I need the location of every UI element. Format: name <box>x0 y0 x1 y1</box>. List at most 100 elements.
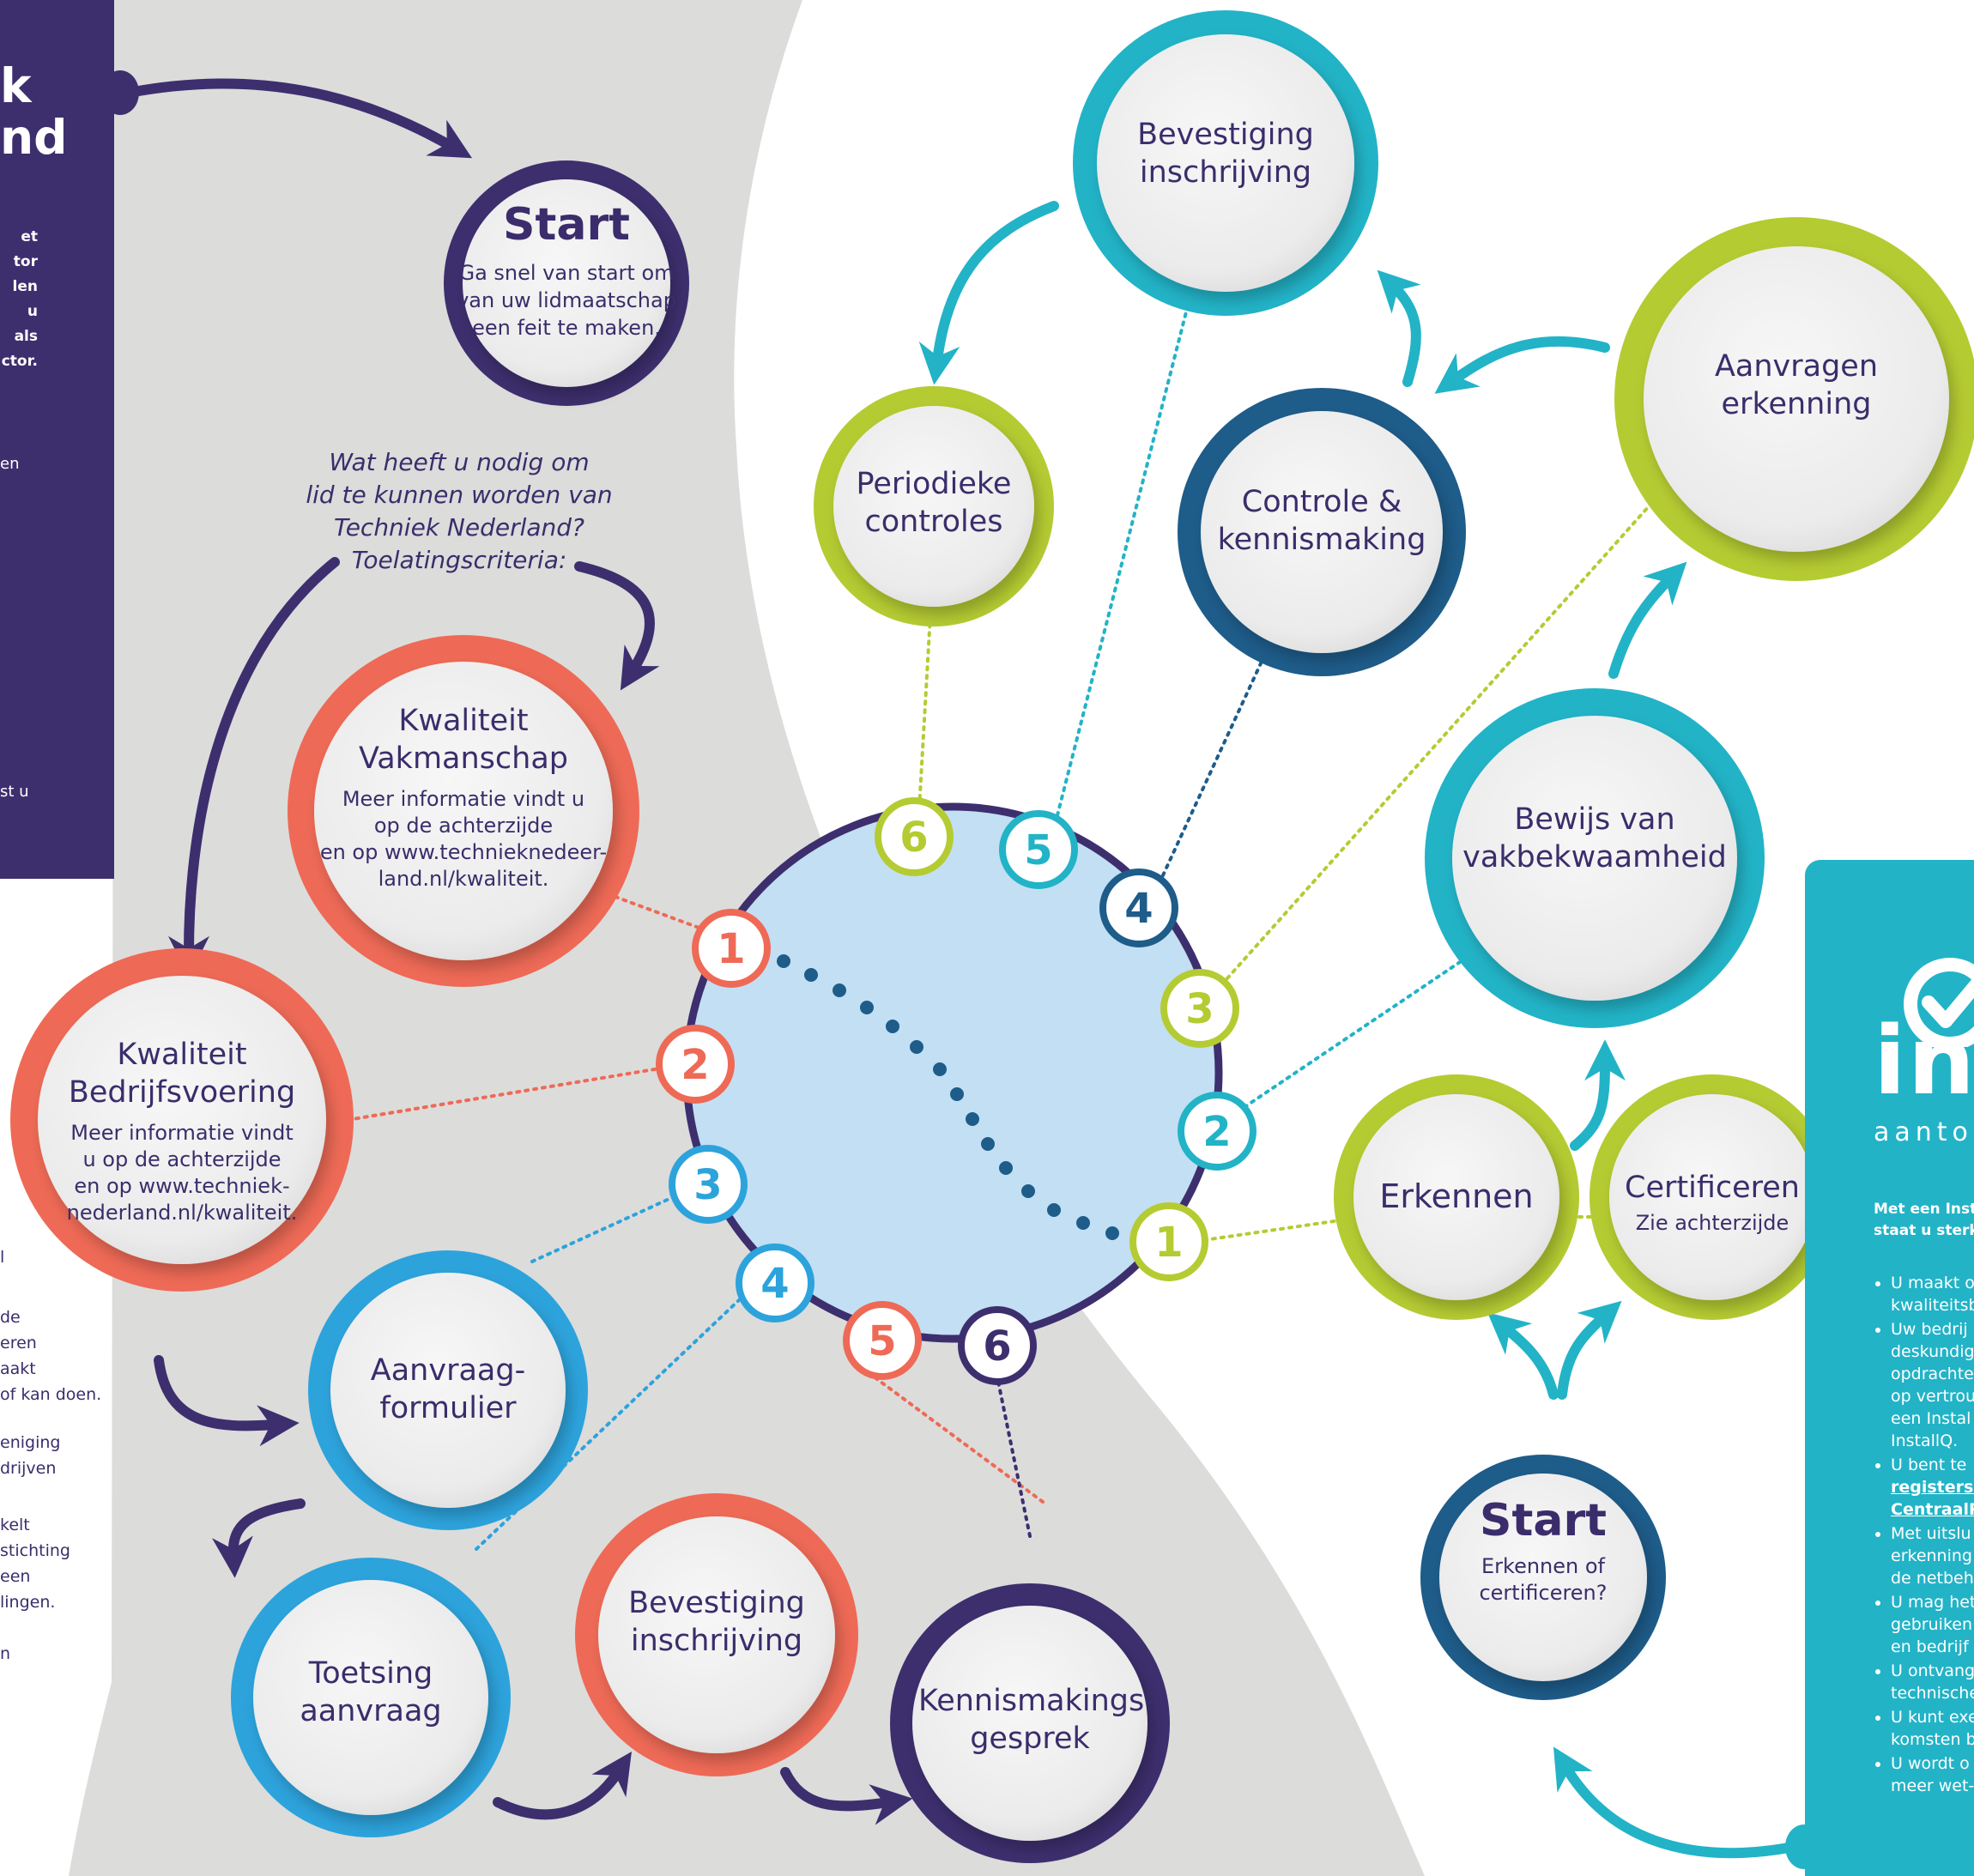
connector-6-left <box>994 1367 1032 1538</box>
badge-left-6: 6 <box>958 1306 1037 1385</box>
intro-fragment: en <box>0 455 20 473</box>
node-certificeren <box>1589 1074 1835 1320</box>
connector-6-right <box>917 599 933 826</box>
badge-number: 2 <box>1202 1108 1231 1156</box>
badge-right-4: 4 <box>1099 868 1178 947</box>
arrow-to-start-left <box>124 78 473 159</box>
connector-5-left <box>859 1365 1045 1504</box>
badge-number: 3 <box>1185 985 1214 1033</box>
badge-right-3: 3 <box>1160 969 1239 1048</box>
badge-number: 1 <box>717 925 745 973</box>
arrow-to-certificeren <box>1557 1300 1622 1400</box>
badge-number: 2 <box>681 1041 709 1089</box>
badge-left-1: 1 <box>692 909 771 988</box>
arrow-to-aanvragen-erkenning <box>1608 561 1687 679</box>
left-edge-text: l de eren aakt of kan doen. eniging drij… <box>0 1248 102 1663</box>
intro-text: et tor len u als ctor. <box>1 228 38 370</box>
intro-title-line: k <box>0 58 32 113</box>
node-controle-kennismaking <box>1178 388 1466 676</box>
arrows <box>124 78 1807 1859</box>
arrow-to-kwaliteit-bedrijfsvoering <box>168 557 340 977</box>
intro-panel: k nd et tor len u als ctor. en st u <box>0 0 114 879</box>
arrow-to-kwaliteit-vakmanschap <box>574 561 660 691</box>
node-bewijs-vakbekwaamheid <box>1425 688 1765 1028</box>
node-periodieke-controles <box>814 386 1054 626</box>
badges: 1 2 3 4 5 6 1 <box>656 797 1256 1385</box>
kennismakingsgesprek-label: Kennismakings-gesprek <box>918 1684 1155 1756</box>
badge-left-4: 4 <box>736 1244 814 1322</box>
badge-right-1: 1 <box>1129 1202 1208 1281</box>
arrow-to-bevestiging-left <box>493 1752 632 1820</box>
arrow-to-bewijs <box>1570 1039 1626 1151</box>
node-bevestiging-right <box>1073 10 1378 316</box>
connector-4-right <box>1161 651 1268 877</box>
intro-fragment: st u <box>0 783 29 801</box>
badge-number: 4 <box>760 1260 789 1308</box>
aanvraagformulier-label: Aanvraag-formulier <box>370 1353 526 1425</box>
node-start-left <box>444 160 689 406</box>
badge-right-6: 6 <box>875 797 954 876</box>
start-left-text: Ga snel van start om van uw lidmaatschap… <box>457 261 676 340</box>
connector-2-left <box>346 1066 667 1122</box>
arrow-to-start-right <box>1553 1746 1807 1859</box>
erkennen-label: Erkennen <box>1379 1177 1534 1215</box>
arrow-to-kennismakingsgesprek <box>780 1767 913 1825</box>
installq-lead: Met een Inst staat u sterk <box>1874 1201 1974 1239</box>
start-left-label: Start Ga snel van start om van uw lidmaa… <box>446 199 687 342</box>
arrow-to-aanvraagformulier <box>154 1355 300 1447</box>
brand-wordmark: ins <box>1874 1006 1974 1116</box>
badge-number: 6 <box>899 814 928 862</box>
node-kwaliteit-vakmanschap <box>288 635 639 987</box>
badge-left-2: 2 <box>656 1025 735 1104</box>
arrow-to-bevestiging-right <box>1377 269 1421 387</box>
node-kwaliteit-bedrijfsvoering <box>10 948 354 1292</box>
connector-5-right <box>1056 300 1190 817</box>
badge-right-2: 2 <box>1178 1092 1256 1171</box>
nodes <box>10 10 1974 1863</box>
installq-panel: ins aantoo Met een Inst staat u sterk U … <box>1805 860 1974 1876</box>
node-bevestiging-left <box>575 1493 858 1776</box>
arrow-to-erkennen <box>1487 1312 1559 1400</box>
certificeren-label: Certificeren Zie achterzijde <box>1625 1171 1800 1235</box>
start-left-title: Start <box>503 199 630 251</box>
badge-left-3: 3 <box>669 1145 748 1224</box>
connector-2-right <box>1243 955 1469 1109</box>
node-start-right <box>1420 1455 1666 1700</box>
node-toetsing-aanvraag <box>231 1558 511 1837</box>
badge-number: 1 <box>1154 1219 1183 1267</box>
intro-title-line: nd <box>0 110 68 165</box>
node-kennismakingsgesprek <box>890 1583 1170 1863</box>
badge-number: 6 <box>983 1322 1011 1371</box>
node-aanvraagformulier <box>308 1250 588 1530</box>
controle-kennismaking-label: Controle &kennismaking <box>1217 485 1426 557</box>
checkmark-circle-icon <box>1894 953 1974 1050</box>
admission-question: Wat heeft u nodig om lid te kunnen worde… <box>306 448 613 574</box>
badge-number: 4 <box>1124 885 1153 933</box>
start-right-label: Start Erkennen of certificeren? <box>1479 1495 1608 1605</box>
badge-right-5: 5 <box>999 810 1078 889</box>
installq-connector-knob <box>1785 1825 1823 1869</box>
center-dotted-path <box>777 954 1119 1240</box>
arrow-to-toetsing <box>211 1498 306 1578</box>
arrow-to-controle <box>1434 336 1610 394</box>
connector-1-right <box>1202 1217 1353 1242</box>
node-erkennen <box>1334 1074 1579 1320</box>
